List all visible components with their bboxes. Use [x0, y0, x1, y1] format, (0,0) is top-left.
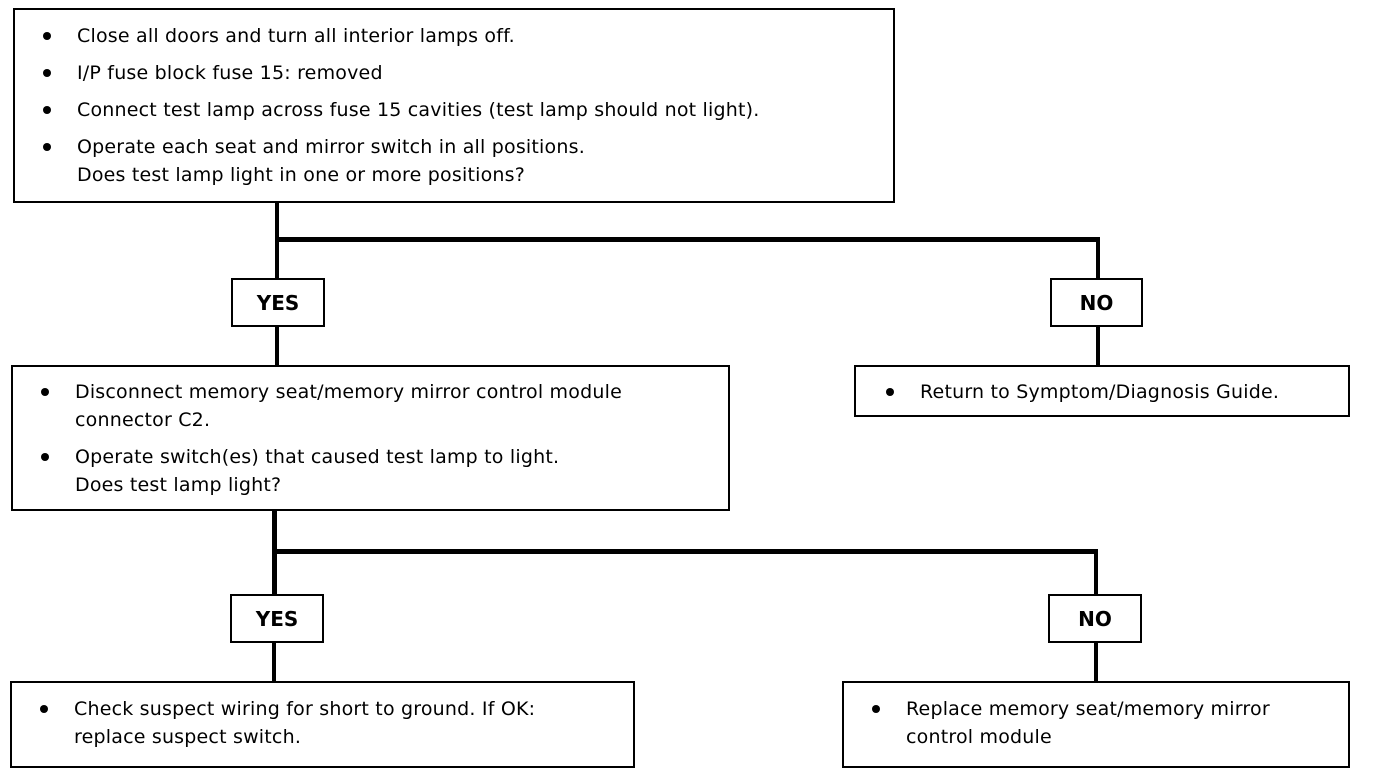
bullet-icon	[886, 388, 894, 396]
yes2-item-text: replace suspect switch.	[74, 726, 302, 748]
step1-box: Close all doors and turn all interior la…	[13, 8, 895, 203]
step2-item: Operate switch(es) that caused test lamp…	[13, 443, 728, 499]
no2-result-box: Replace memory seat/memory mirror contro…	[842, 681, 1350, 768]
no2-list: Replace memory seat/memory mirror contro…	[844, 695, 1348, 751]
connector-no1-to-return	[1096, 325, 1100, 367]
step1-item: Connect test lamp across fuse 15 cavitie…	[15, 96, 893, 124]
bullet-icon	[43, 106, 51, 114]
connector-yes1-to-step2	[275, 325, 279, 367]
yes2-item: Check suspect wiring for short to ground…	[12, 695, 633, 751]
bullet-icon	[40, 705, 48, 713]
step1-item: I/P fuse block fuse 15: removed	[15, 59, 893, 87]
connector-branch2-horizontal	[272, 549, 1098, 554]
step1-item-text: Close all doors and turn all interior la…	[77, 25, 515, 47]
step1-item-text: Connect test lamp across fuse 15 cavitie…	[77, 99, 760, 121]
bullet-icon	[43, 69, 51, 77]
no1-item: Return to Symptom/Diagnosis Guide.	[856, 378, 1348, 406]
step1-item: Operate each seat and mirror switch in a…	[15, 133, 893, 189]
connector-branch1-no-down	[1096, 237, 1100, 282]
connector-step1-down	[275, 202, 279, 282]
no2-item-text: control module	[906, 726, 1052, 748]
step2-question-text: Does test lamp light?	[75, 474, 282, 496]
step2-item-text: Disconnect memory seat/memory mirror con…	[75, 381, 622, 403]
bullet-icon	[872, 705, 880, 713]
yes2-item-text: Check suspect wiring for short to ground…	[74, 698, 536, 720]
step1-question-text: Does test lamp light in one or more posi…	[77, 164, 526, 186]
step1-item-text: Operate each seat and mirror switch in a…	[77, 136, 585, 158]
no2-item-text: Replace memory seat/memory mirror	[906, 698, 1270, 720]
step2-box: Disconnect memory seat/memory mirror con…	[11, 365, 730, 511]
step1-list: Close all doors and turn all interior la…	[15, 22, 893, 189]
branch2-yes-label: YES	[230, 594, 324, 643]
connector-yes2-to-result	[272, 641, 276, 683]
no1-result-box: Return to Symptom/Diagnosis Guide.	[854, 365, 1350, 417]
step2-item-text: Operate switch(es) that caused test lamp…	[75, 446, 560, 468]
bullet-icon	[41, 453, 49, 461]
no1-list: Return to Symptom/Diagnosis Guide.	[856, 378, 1348, 406]
bullet-icon	[43, 32, 51, 40]
connector-no2-to-result	[1094, 641, 1098, 683]
step1-item: Close all doors and turn all interior la…	[15, 22, 893, 50]
step2-item-text: connector C2.	[75, 409, 211, 431]
connector-branch1-horizontal	[275, 237, 1100, 242]
step2-item: Disconnect memory seat/memory mirror con…	[13, 378, 728, 434]
yes2-list: Check suspect wiring for short to ground…	[12, 695, 633, 751]
branch2-no-label: NO	[1048, 594, 1142, 643]
yes2-result-box: Check suspect wiring for short to ground…	[10, 681, 635, 768]
bullet-icon	[41, 388, 49, 396]
branch1-yes-label: YES	[231, 278, 325, 327]
no2-item: Replace memory seat/memory mirror contro…	[844, 695, 1348, 751]
connector-branch2-no-down	[1094, 549, 1098, 596]
bullet-icon	[43, 143, 51, 151]
step1-item-text: I/P fuse block fuse 15: removed	[77, 62, 383, 84]
branch1-no-label: NO	[1050, 278, 1143, 327]
step2-list: Disconnect memory seat/memory mirror con…	[13, 378, 728, 499]
no1-item-text: Return to Symptom/Diagnosis Guide.	[920, 381, 1280, 403]
